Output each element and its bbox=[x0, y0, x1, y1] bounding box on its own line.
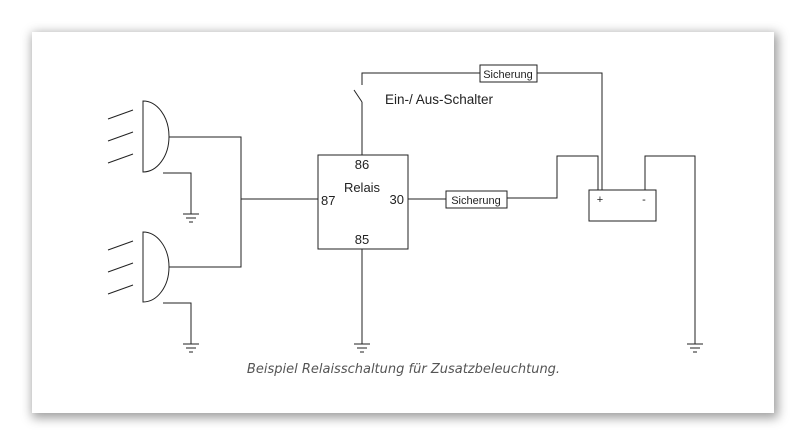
switch-circuit bbox=[353, 72, 603, 190]
battery-plus-label: + bbox=[597, 194, 603, 206]
figure-caption: Beispiel Relaisschaltung für Zusatzbeleu… bbox=[246, 362, 561, 377]
switch-lever bbox=[353, 89, 363, 103]
relay-label: Relais bbox=[344, 180, 381, 195]
relay-pin-30: 30 bbox=[390, 192, 404, 207]
relay-box bbox=[317, 154, 409, 250]
battery bbox=[588, 189, 657, 222]
ground-symbol-battery bbox=[687, 343, 703, 353]
figure-card bbox=[32, 32, 774, 413]
relay-pin-87: 87 bbox=[321, 193, 335, 208]
fuse-top-label: Sicherung bbox=[483, 69, 533, 81]
relay-pin-85: 85 bbox=[355, 232, 369, 247]
headlamp-top bbox=[107, 100, 170, 173]
switch-label: Ein-/ Aus-Schalter bbox=[385, 92, 494, 107]
ground-symbol-lamp-top bbox=[183, 213, 199, 223]
ground-symbol-relay bbox=[354, 343, 370, 353]
battery-minus-label: - bbox=[642, 194, 646, 206]
battery-ground-wire bbox=[644, 155, 696, 344]
fuse-mid bbox=[445, 190, 508, 209]
headlamp-bottom bbox=[107, 231, 170, 303]
power-wiring bbox=[408, 155, 599, 200]
lamp-wiring bbox=[163, 136, 318, 344]
relay-pin-86: 86 bbox=[355, 157, 369, 172]
ground-symbol-lamp-bottom bbox=[183, 343, 199, 353]
fuse-mid-label: Sicherung bbox=[451, 195, 501, 207]
fuse-top bbox=[479, 64, 538, 83]
